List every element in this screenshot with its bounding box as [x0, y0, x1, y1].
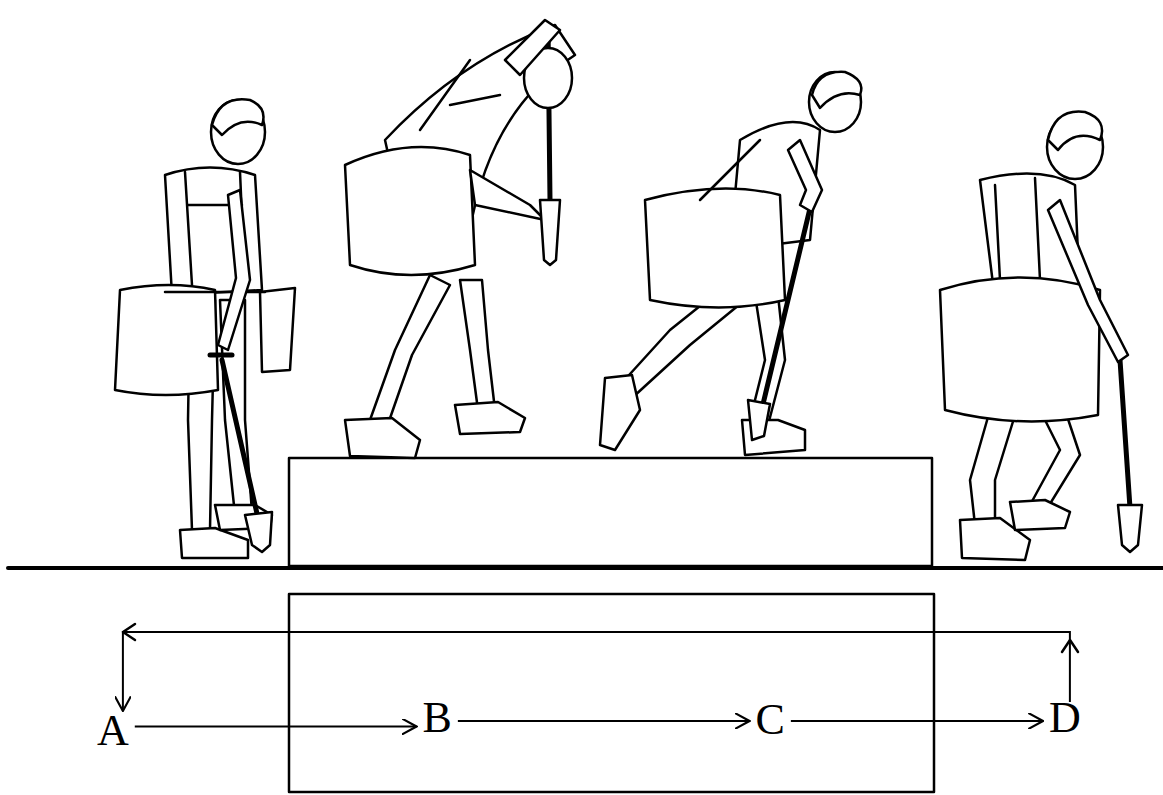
arm	[1048, 200, 1128, 362]
arm	[218, 190, 250, 350]
arrow-head	[123, 624, 135, 640]
harness	[995, 178, 1040, 280]
shovel-blade	[245, 512, 272, 552]
shoe	[345, 418, 420, 458]
leg	[970, 410, 1015, 525]
point-label: B	[423, 696, 452, 740]
shoe	[180, 528, 248, 558]
seed-bag	[260, 288, 295, 372]
plan-block	[289, 594, 934, 792]
shovel-blade	[540, 200, 560, 265]
seed-bag	[470, 170, 545, 220]
arm	[788, 140, 822, 212]
hair	[212, 99, 264, 135]
flow-arrow	[123, 632, 1070, 711]
point-letter: D	[1049, 696, 1081, 740]
hair	[812, 72, 861, 108]
shovel-blade	[748, 400, 770, 440]
flow-arrow	[135, 726, 417, 728]
point-label: A	[97, 709, 129, 753]
head	[211, 100, 265, 164]
leg	[1030, 410, 1080, 512]
point-letter: C	[756, 698, 785, 742]
shoe	[455, 402, 525, 434]
seed-bag	[940, 278, 1100, 422]
point-label: C	[756, 698, 785, 742]
worker-bending	[345, 20, 575, 458]
flow-arrow	[458, 720, 750, 722]
worker-crouching	[940, 112, 1142, 560]
shovel	[1120, 360, 1130, 508]
seed-bag	[115, 285, 218, 395]
hair	[1048, 112, 1102, 150]
shovel	[222, 360, 258, 518]
harness	[700, 140, 760, 200]
arm	[505, 20, 560, 75]
point-letter: A	[97, 709, 129, 753]
leg	[370, 275, 450, 424]
point-label: D	[1049, 696, 1081, 740]
raised-block	[289, 458, 932, 566]
seed-bag	[645, 189, 785, 308]
shovel	[758, 200, 812, 425]
seed-bag	[345, 147, 475, 275]
worker-stepping	[600, 72, 861, 455]
harness	[420, 60, 500, 130]
point-letter: B	[423, 696, 452, 740]
shoe	[600, 375, 640, 450]
shovel-grip	[210, 353, 232, 358]
arrow-head	[1062, 640, 1078, 652]
head	[809, 72, 861, 132]
shoe	[1010, 500, 1070, 530]
flow-arrow	[791, 720, 1043, 722]
worker-standing	[115, 99, 295, 558]
shovel-blade	[1118, 505, 1142, 552]
belt	[165, 291, 265, 294]
leg	[460, 280, 495, 410]
